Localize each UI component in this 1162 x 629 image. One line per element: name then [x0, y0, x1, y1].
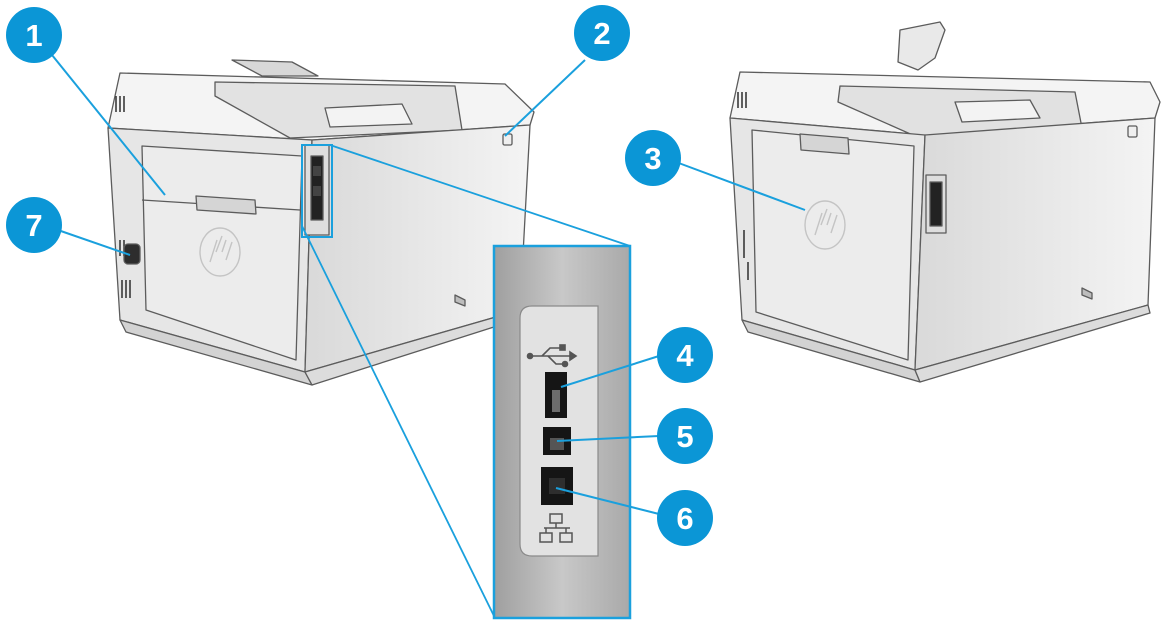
callout-leaders	[51, 54, 806, 515]
usb-icon	[526, 344, 578, 368]
power-connection[interactable]	[123, 243, 141, 265]
left-vents	[115, 96, 131, 298]
hp-logo-icon	[199, 227, 241, 277]
callout-5-number: 5	[676, 419, 693, 454]
callout-6: 6	[657, 490, 713, 546]
leader-6	[555, 487, 660, 515]
right-printer	[729, 21, 1161, 383]
callout-3-number: 3	[644, 141, 661, 176]
callout-4: 4	[657, 327, 713, 383]
rear-door[interactable]	[141, 145, 303, 361]
callout-3: 3	[625, 130, 681, 186]
leader-7	[54, 228, 131, 256]
leader-1	[51, 54, 166, 196]
callout-2: 2	[574, 5, 630, 61]
callout-7-number: 7	[25, 208, 42, 243]
callout-2-number: 2	[593, 16, 610, 51]
callout-1: 1	[6, 7, 62, 63]
callout-1-number: 1	[25, 18, 42, 53]
network-icon	[539, 513, 573, 543]
callout-5: 5	[657, 408, 713, 464]
leader-3	[675, 161, 806, 211]
leader-4	[560, 355, 660, 388]
callout-4-number: 4	[676, 338, 694, 373]
callout-6-number: 6	[676, 501, 693, 536]
rear-door-duplex[interactable]	[751, 129, 915, 361]
callout-7: 7	[6, 197, 62, 253]
leader-5	[556, 435, 660, 442]
left-printer	[107, 59, 535, 386]
hp-logo-icon	[804, 200, 846, 250]
leader-2	[504, 59, 586, 137]
power-button[interactable]	[502, 133, 513, 146]
